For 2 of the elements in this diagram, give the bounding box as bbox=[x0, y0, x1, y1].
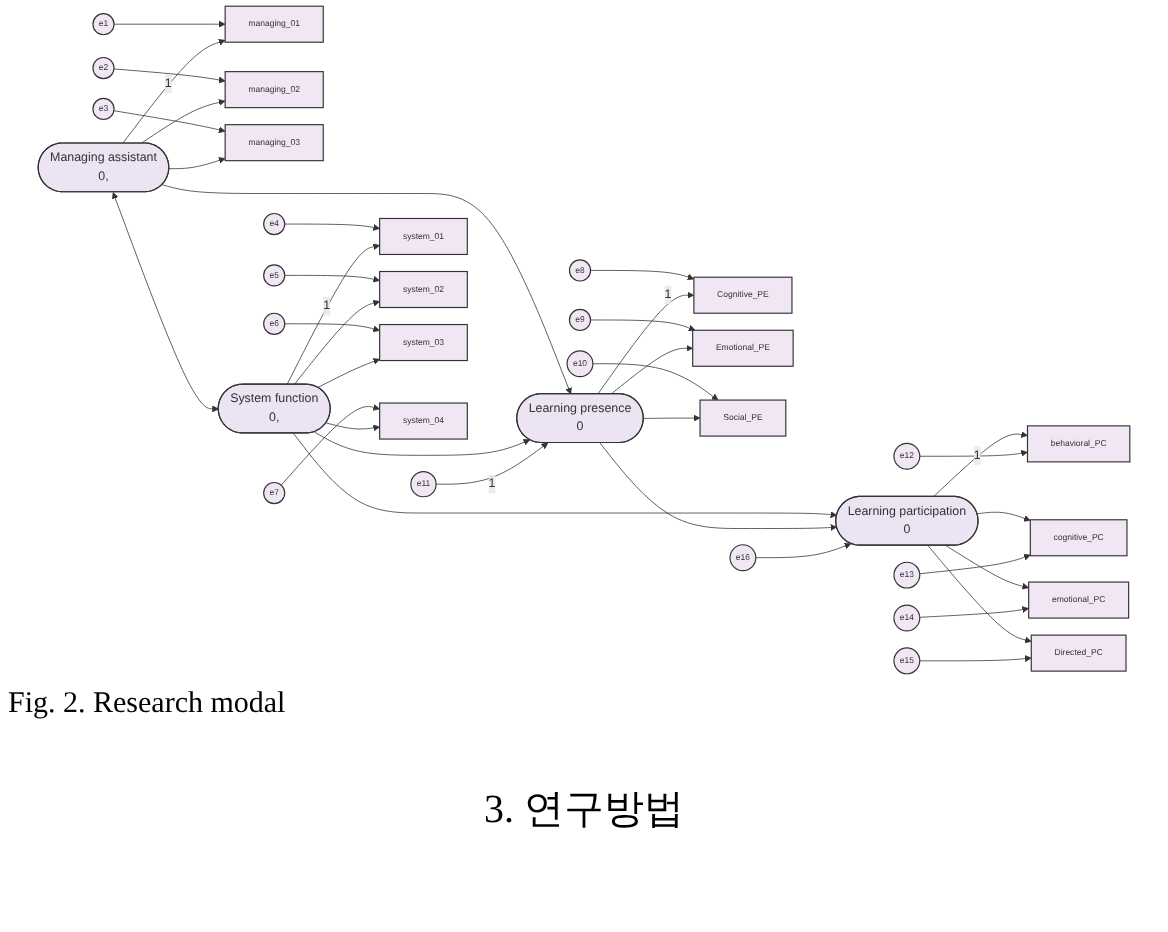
figure-caption: Fig. 2. Research modal bbox=[8, 688, 288, 722]
section-heading: 3. 연구방법 bbox=[482, 786, 686, 836]
